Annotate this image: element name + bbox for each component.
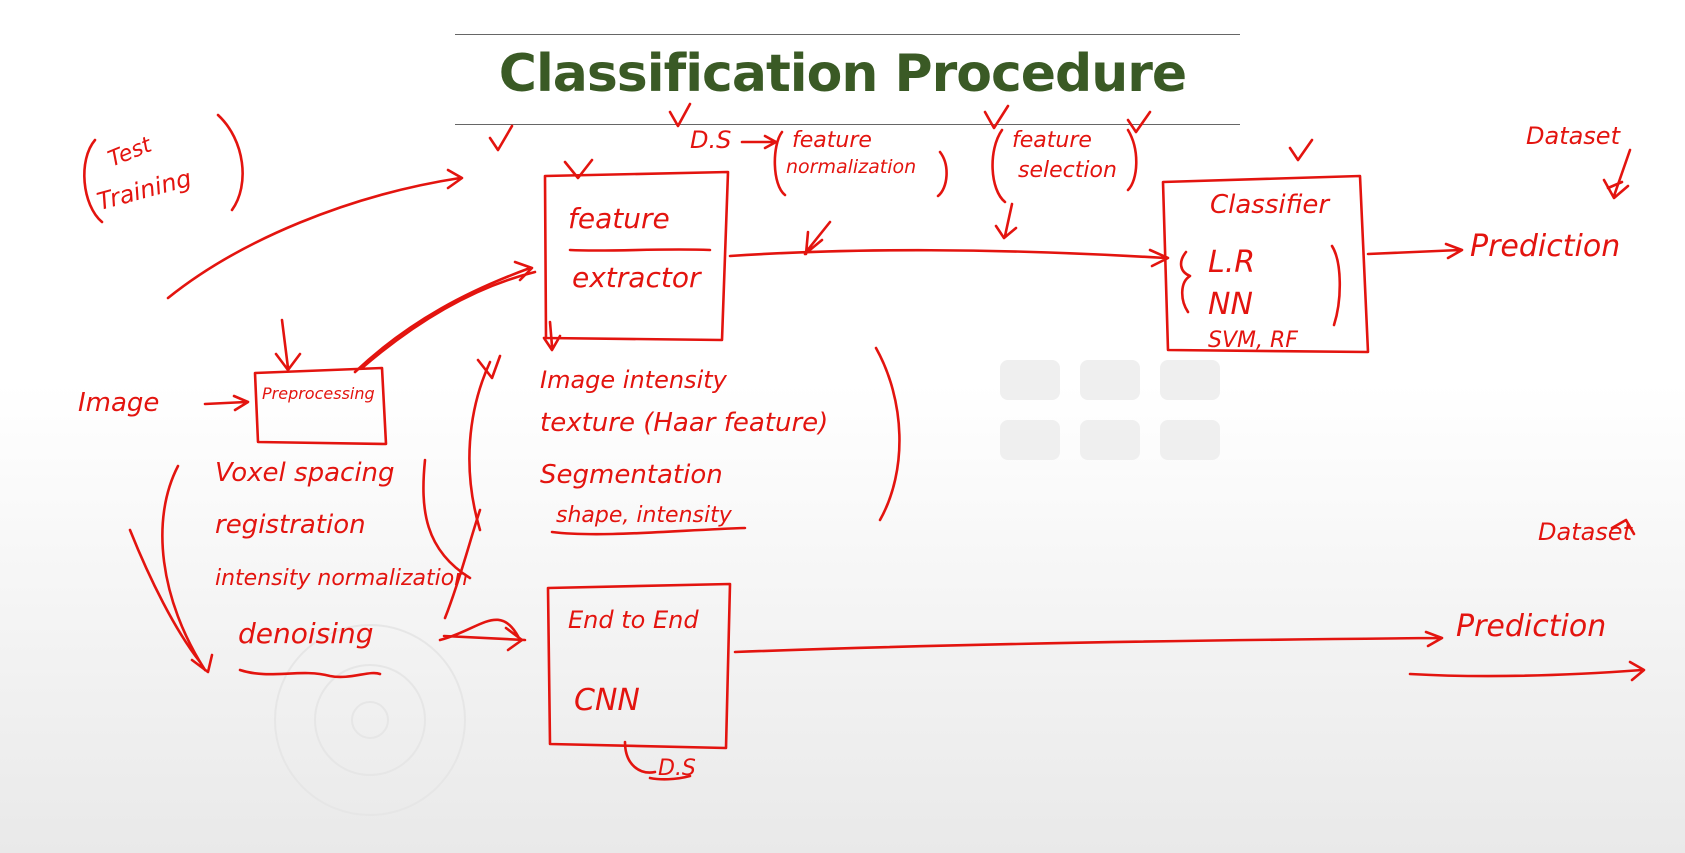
title-rule-bottom bbox=[455, 124, 1240, 125]
end-to-end-box bbox=[546, 582, 732, 750]
check-mark bbox=[983, 104, 1010, 130]
denoising-to-end-to-end-arrow bbox=[438, 618, 524, 652]
extractor-to-classifier-arrow bbox=[728, 248, 1170, 268]
classifier-model-nn: NN bbox=[1208, 287, 1253, 322]
step-voxel-spacing: Voxel spacing bbox=[215, 458, 395, 488]
preprocessing-label: Preprocessing bbox=[262, 384, 375, 403]
feature-type-intensity: Image intensity bbox=[540, 366, 727, 394]
feature-selection-line1: feature bbox=[1012, 128, 1092, 153]
step-denoising: denoising bbox=[238, 617, 374, 650]
check-mark bbox=[1126, 110, 1152, 134]
end-to-end-label: End to End bbox=[568, 606, 699, 634]
classifier-box bbox=[1161, 174, 1370, 354]
step-intensity-normalization: intensity normalization bbox=[215, 566, 469, 591]
feature-normalization-line1: feature bbox=[792, 128, 872, 153]
check-mark bbox=[488, 124, 514, 152]
test-training-bracket bbox=[83, 138, 104, 224]
test-training-bracket-right bbox=[216, 113, 244, 212]
check-mark bbox=[668, 102, 692, 128]
preprocessing-to-extractor-arrow bbox=[353, 260, 534, 374]
prediction-bottom-label: Prediction bbox=[1456, 609, 1607, 644]
feature-selection-line2: selection bbox=[1018, 158, 1117, 183]
image-label: Image bbox=[78, 388, 160, 418]
training-curve-arrow bbox=[166, 168, 464, 300]
feature-extractor-line2: extractor bbox=[572, 261, 701, 294]
ds-bottom-label: D.S bbox=[658, 756, 696, 781]
prediction-top-label: Prediction bbox=[1470, 229, 1621, 264]
classifier-model-svm-rf: SVM, RF bbox=[1208, 328, 1298, 353]
feature-normalization-line2: normalization bbox=[786, 156, 917, 178]
preprocessing-box bbox=[253, 366, 388, 446]
end-to-end-to-prediction-arrow bbox=[733, 630, 1444, 654]
page-title: Classification Procedure bbox=[498, 44, 1187, 104]
classifier-to-prediction-arrow bbox=[1366, 242, 1464, 260]
feature-type-shape: shape, intensity bbox=[556, 503, 732, 528]
ds-top-label: D.S bbox=[690, 126, 732, 154]
step-registration: registration bbox=[215, 510, 366, 540]
image-to-preprocessing-arrow bbox=[203, 394, 250, 412]
title-rule-top bbox=[455, 34, 1240, 35]
feature-type-segmentation: Segmentation bbox=[540, 460, 723, 490]
classifier-label: Classifier bbox=[1210, 190, 1330, 220]
dataset-top-label: Dataset bbox=[1526, 122, 1620, 150]
classifier-model-lr: L.R bbox=[1208, 245, 1256, 280]
feature-type-texture: texture (Haar feature) bbox=[540, 408, 829, 438]
cnn-label: CNN bbox=[574, 683, 640, 718]
check-mark bbox=[1288, 138, 1314, 162]
feature-extractor-line1: feature bbox=[568, 202, 670, 235]
dataset-bottom-label: Dataset bbox=[1538, 518, 1632, 546]
feature-extractor-box bbox=[543, 170, 730, 342]
